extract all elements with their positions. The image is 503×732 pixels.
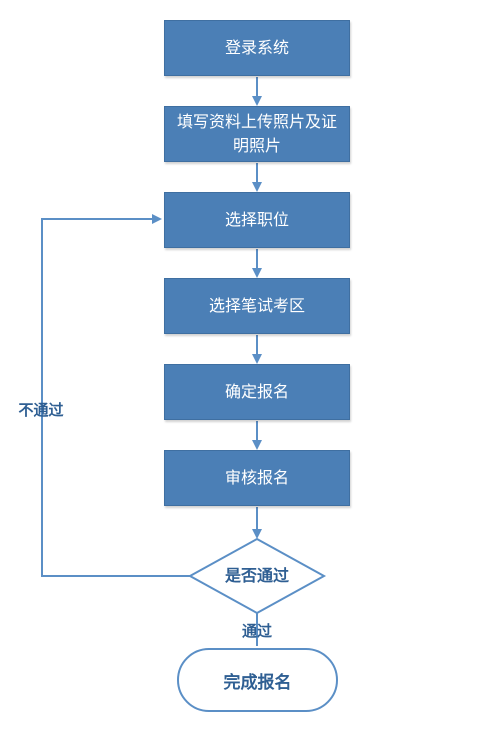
pass-label: 通过 [241, 622, 272, 640]
step-choose-exam-area: 选择笔试考区 [164, 278, 350, 334]
step-login: 登录系统 [164, 20, 350, 76]
decision-label: 是否通过 [224, 566, 289, 585]
step-confirm-registration: 确定报名 [164, 364, 350, 420]
arrow-fail-loop [41, 214, 190, 577]
fail-label: 不通过 [18, 401, 64, 419]
step-choose-position: 选择职位 [164, 192, 350, 248]
step-fill-info: 填写资料上传照片及证明照片 [164, 106, 350, 162]
end-terminal: 完成报名 [177, 648, 338, 712]
step-review-registration: 审核报名 [164, 450, 350, 506]
